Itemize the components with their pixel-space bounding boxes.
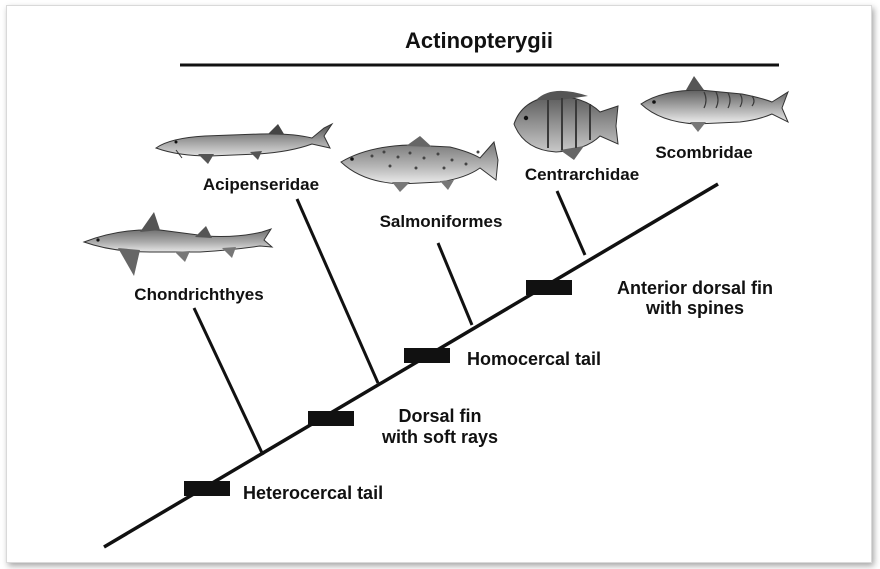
shark-icon [84, 212, 272, 276]
taxon-label-acipenseridae: Acipenseridae [203, 175, 319, 194]
trait-label-heterocercal: Heterocercal tail [243, 483, 383, 503]
trait-label-spines-line1: Anterior dorsal fin [617, 278, 773, 298]
trait-label-homocercal: Homocercal tail [467, 349, 601, 369]
sturgeon-icon [156, 124, 332, 164]
trait-marker-homocercal [404, 348, 450, 363]
clade-title: Actinopterygii [405, 28, 553, 53]
trait-marker-dorsal-soft [308, 411, 354, 426]
taxon-label-salmoniformes: Salmoniformes [380, 212, 503, 231]
trait-label-spines-line2: with spines [645, 298, 744, 318]
trait-label-dorsal-line2: with soft rays [381, 427, 498, 447]
trait-label-dorsal-line1: Dorsal fin [398, 406, 481, 426]
branch-salmoniformes [438, 243, 472, 325]
trait-marker-heterocercal [184, 481, 230, 496]
taxon-label-chondrichthyes: Chondrichthyes [134, 285, 263, 304]
mackerel-icon [641, 76, 788, 132]
branch-centrarchidae [557, 191, 585, 255]
sunfish-icon [514, 91, 618, 160]
trait-marker-spines [526, 280, 572, 295]
taxon-label-centrarchidae: Centrarchidae [525, 165, 639, 184]
trout-icon [341, 136, 498, 192]
taxon-label-scombridae: Scombridae [655, 143, 752, 162]
branch-acipenseridae [297, 199, 378, 383]
branch-chondrichthyes [194, 308, 263, 455]
